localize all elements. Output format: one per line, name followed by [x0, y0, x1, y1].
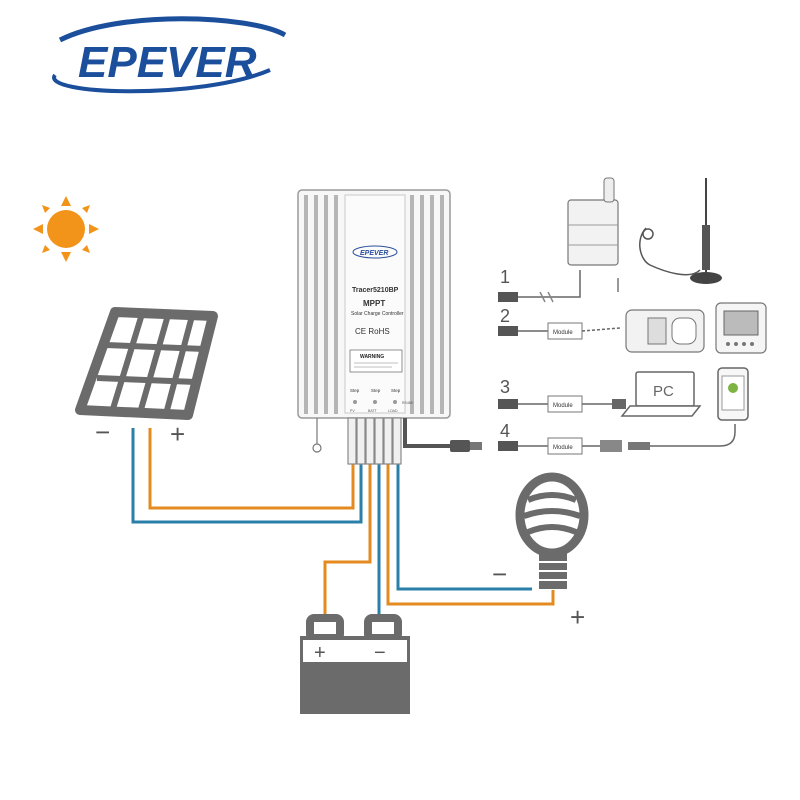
controller-badge: EPEVER [360, 250, 388, 257]
logo-text: EPEVER [78, 38, 257, 87]
load-plus-label: + [570, 602, 585, 632]
wifi-module-icon [567, 177, 619, 292]
module-label-2: Module [553, 330, 573, 336]
module-label-3: Module [553, 403, 573, 409]
charge-controller: EPEVER Tracer5210BP MPPT Solar Charge Co… [297, 189, 451, 465]
antenna-cable-icon [639, 227, 701, 276]
antenna-icon [690, 178, 722, 284]
battery-icon [300, 614, 410, 714]
pv-positive-wire [148, 428, 355, 510]
pc-icon: PC [620, 371, 702, 417]
controller-subtitle: Solar Charge Controller [351, 311, 404, 317]
load-minus-label: − [492, 559, 507, 589]
step-label-3: Step [391, 388, 401, 393]
connection-number-2: 2 [500, 306, 510, 326]
connection-2-cable: Module [498, 322, 621, 340]
light-bulb-icon [515, 472, 589, 589]
controller-warning: WARNING [360, 354, 384, 360]
terminal-label-batt: BATT [368, 409, 378, 413]
pv-negative-wire [131, 428, 363, 524]
terminal-label-pv: PV [350, 409, 355, 413]
step-label-1: Step [350, 388, 360, 393]
wires [131, 428, 555, 620]
connection-options: 1 2 3 4 Modul [498, 177, 767, 455]
com-connector [450, 440, 482, 452]
connection-3-cable: Module [498, 395, 626, 413]
terminal-label-load: LOAD [388, 409, 398, 413]
controller-type: MPPT [363, 299, 385, 308]
load-positive-wire [386, 462, 555, 606]
solar-panel-icon [75, 307, 218, 420]
connection-number-1: 1 [500, 267, 510, 287]
epever-logo: EPEVER [52, 16, 287, 94]
controller-model: Tracer5210BP [352, 287, 399, 294]
smartphone-icon [717, 367, 749, 421]
pc-label: PC [653, 383, 674, 400]
module-label-4: Module [553, 445, 573, 451]
load-negative-wire [396, 462, 532, 591]
connection-number-3: 3 [500, 377, 510, 397]
panel-plus-label: + [170, 419, 185, 449]
connection-1-cable [498, 270, 581, 303]
batt-positive-wire [323, 462, 372, 620]
controller-certs: CE RoHS [355, 327, 390, 336]
panel-minus-label: − [95, 417, 110, 447]
sun-icon [33, 196, 99, 262]
battery-minus-label: − [374, 642, 386, 664]
remote-display-icon [715, 302, 767, 354]
com-port-label: RS485 [402, 401, 413, 405]
meter-unit-icon [625, 309, 705, 353]
battery-plus-label: + [314, 642, 326, 664]
connection-number-4: 4 [500, 421, 510, 441]
step-label-2: Step [371, 388, 381, 393]
connection-4-cable: Module [498, 424, 736, 455]
